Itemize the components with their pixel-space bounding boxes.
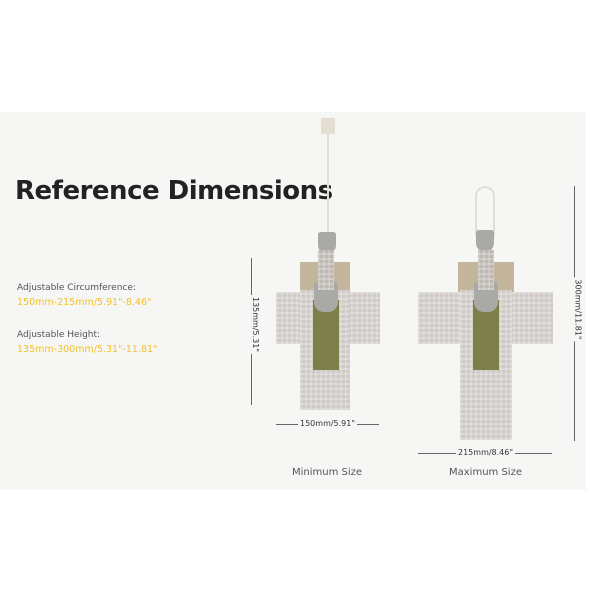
min-width-label: 150mm/5.91" [298,419,358,428]
spec-value-circumference: 150mm-215mm/5.91"-8.46" [17,297,152,308]
spec-value-height: 135mm-300mm/5.31"-11.81" [17,344,158,355]
max-width-label: 215mm/8.46" [456,448,516,457]
page-title: Reference Dimensions [15,176,333,206]
min-size-caption: Minimum Size [292,467,363,478]
spec-label-height: Adjustable Height: [17,330,101,340]
max-height-label: 300mm/11.81" [573,277,583,342]
spec-label-circumference: Adjustable Circumference: [17,283,136,293]
max-size-caption: Maximum Size [449,467,522,478]
min-height-label: 135mm/5.31" [251,294,261,355]
